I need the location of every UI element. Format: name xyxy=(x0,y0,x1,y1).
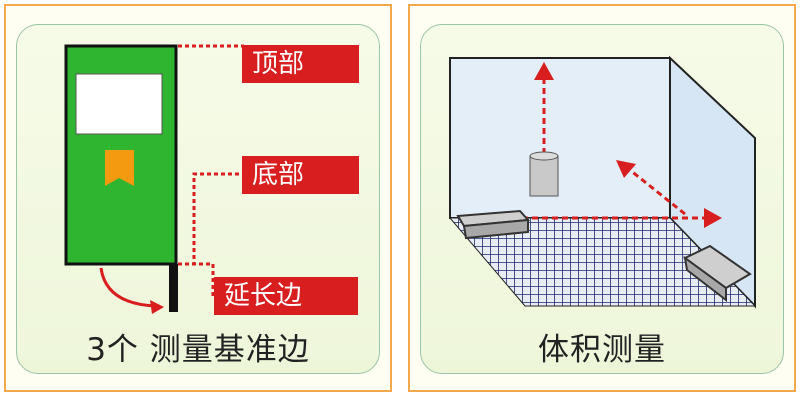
label-bottom: 底部 xyxy=(242,156,359,194)
label-top: 顶部 xyxy=(242,45,359,83)
wall-device xyxy=(529,155,559,197)
right-panel: 体积测量 xyxy=(408,4,796,392)
floor-device-right xyxy=(683,244,752,303)
left-panel: 顶部 底部 延长边 3个 测量基准边 xyxy=(4,4,392,392)
curved-arrow-icon xyxy=(99,267,157,308)
left-caption: 3个 测量基准边 xyxy=(86,332,310,368)
room-diagram xyxy=(448,55,757,309)
right-caption: 体积测量 xyxy=(538,332,666,368)
diagonal-measure-line xyxy=(624,164,686,216)
extension-bar xyxy=(169,264,178,312)
device-keypad-icon xyxy=(105,150,134,186)
floor-device-left xyxy=(456,209,531,240)
back-wall xyxy=(449,57,671,219)
up-arrow-icon xyxy=(534,62,554,80)
diagonal-arrow-icon xyxy=(616,160,636,178)
device-screen xyxy=(75,73,163,135)
device-diagram xyxy=(64,44,244,314)
extension-leader-line xyxy=(178,262,215,296)
right-arrow-icon xyxy=(704,208,722,228)
bottom-leader-line xyxy=(178,172,244,266)
label-extension: 延长边 xyxy=(214,277,358,315)
